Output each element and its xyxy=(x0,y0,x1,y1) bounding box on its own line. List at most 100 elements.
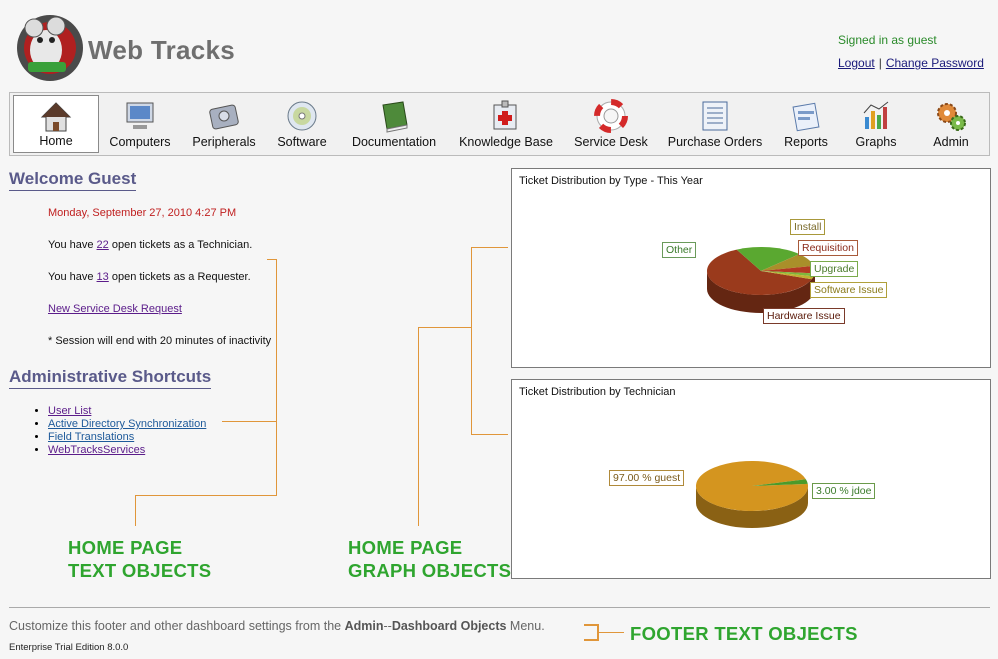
pie-label-software-issue: Software Issue xyxy=(810,282,888,298)
footer-admin: Admin xyxy=(344,619,384,633)
ticket-technician-chart-title: Ticket Distribution by Technician xyxy=(519,386,676,398)
new-service-desk-request-link[interactable]: New Service Desk Request xyxy=(48,303,182,315)
callout-line xyxy=(584,624,598,626)
pie-label-guest: 97.00 % guest xyxy=(609,470,685,486)
current-datetime: Monday, September 27, 2010 4:27 PM xyxy=(48,207,237,219)
nav-knowledge-base[interactable]: Knowledge Base xyxy=(456,95,556,153)
edition-text: Enterprise Trial Edition 8.0.0 xyxy=(9,642,129,653)
tech-prefix: You have xyxy=(48,239,97,251)
ad-sync-link[interactable]: Active Directory Synchronization xyxy=(48,418,207,430)
report-icon xyxy=(792,102,820,132)
main-navbar: Home Computers Peripherals Software Docu… xyxy=(9,92,990,156)
tech-suffix: open tickets as a Technician. xyxy=(108,239,253,251)
change-password-link[interactable]: Change Password xyxy=(885,56,984,70)
callout-line xyxy=(584,639,598,641)
nav-reports-label: Reports xyxy=(784,135,828,149)
nav-documentation-label: Documentation xyxy=(351,135,437,149)
nav-home[interactable]: Home xyxy=(13,95,99,153)
footer-dashboard-objects: Dashboard Objects xyxy=(391,619,507,633)
footer-prefix: Customize this footer and other dashboar… xyxy=(9,619,345,633)
pie-side xyxy=(707,271,815,313)
callout-line xyxy=(418,327,472,328)
footer-objects-annotation: FOOTER TEXT OBJECTS xyxy=(630,623,858,644)
nav-computers[interactable]: Computers xyxy=(102,95,178,153)
callout-line xyxy=(135,495,277,496)
admin-shortcuts-list: User List Active Directory Synchronizati… xyxy=(30,405,206,457)
pie-label-install: Install xyxy=(790,219,826,235)
nav-reports[interactable]: Reports xyxy=(774,95,838,153)
link-separator: | xyxy=(878,56,882,70)
pie-slice-0 xyxy=(707,249,812,295)
callout-line xyxy=(471,434,508,435)
user-list-link[interactable]: User List xyxy=(48,405,92,417)
nav-graphs-label: Graphs xyxy=(855,135,897,149)
technician-tickets-text: You have 22 open tickets as a Technician… xyxy=(48,239,252,251)
nav-graphs[interactable]: Graphs xyxy=(844,95,908,153)
list-item: Active Directory Synchronization xyxy=(48,418,206,431)
book-icon xyxy=(382,101,408,133)
pie-side xyxy=(696,486,808,528)
webtracks-services-link[interactable]: WebTracksServices xyxy=(48,444,146,456)
nav-documentation[interactable]: Documentation xyxy=(344,95,444,153)
pie-slice-4 xyxy=(761,271,815,277)
ticket-technician-chart-panel: Ticket Distribution by Technician 97.00 … xyxy=(511,379,991,579)
graph-objects-line1: HOME PAGE xyxy=(348,537,463,558)
nav-peripherals[interactable]: Peripherals xyxy=(184,95,264,153)
footer-text: Customize this footer and other dashboar… xyxy=(9,619,545,633)
ticket-type-chart-title: Ticket Distribution by Type - This Year xyxy=(519,175,703,187)
nav-purchase-orders[interactable]: Purchase Orders xyxy=(662,95,768,153)
graph-objects-line2: GRAPH OBJECTS xyxy=(348,560,512,581)
app-logo xyxy=(10,10,88,86)
footer-suffix: Menu. xyxy=(506,619,545,633)
nav-service-desk[interactable]: Service Desk xyxy=(568,95,654,153)
gears-icon xyxy=(937,103,966,131)
nav-computers-label: Computers xyxy=(109,135,171,149)
callout-line xyxy=(135,495,136,526)
callout-line xyxy=(598,632,624,633)
nav-admin[interactable]: Admin xyxy=(916,95,986,153)
signed-in-status: Signed in as guest xyxy=(838,33,937,47)
logout-link[interactable]: Logout xyxy=(838,56,875,70)
technician-tickets-link[interactable]: 22 xyxy=(96,239,109,251)
home-icon xyxy=(40,102,72,132)
nav-software-label: Software xyxy=(277,135,327,149)
pie-label-hardware-issue: Hardware Issue xyxy=(763,308,845,324)
welcome-heading: Welcome Guest xyxy=(9,169,137,191)
callout-line xyxy=(471,247,472,434)
text-objects-line2: TEXT OBJECTS xyxy=(68,560,212,581)
pie-label-requisition: Requisition xyxy=(798,240,858,256)
pie-slice-1 xyxy=(752,479,808,486)
pie-slice-5 xyxy=(761,271,814,280)
nav-service-desk-label: Service Desk xyxy=(574,135,648,149)
callout-line xyxy=(222,421,277,422)
list-item: User List xyxy=(48,405,206,418)
pie-label-jdoe: 3.00 % jdoe xyxy=(812,483,876,499)
hard-drive-icon xyxy=(209,104,239,130)
nav-home-label: Home xyxy=(39,134,73,148)
session-timeout-note: * Session will end with 20 minutes of in… xyxy=(48,335,272,347)
list-item: Field Translations xyxy=(48,431,206,444)
pie-slice-1 xyxy=(736,247,800,271)
cd-icon xyxy=(287,101,317,131)
bar-chart-icon xyxy=(863,101,889,129)
account-links: Logout|Change Password xyxy=(838,56,984,70)
requester-tickets-text: You have 13 open tickets as a Requester. xyxy=(48,271,251,283)
field-translations-link[interactable]: Field Translations xyxy=(48,431,135,443)
requester-tickets-link[interactable]: 13 xyxy=(96,271,109,283)
pie-slice-3 xyxy=(761,265,815,274)
pie-label-upgrade: Upgrade xyxy=(810,261,859,277)
lifebuoy-icon xyxy=(594,99,628,133)
admin-shortcuts-heading: Administrative Shortcuts xyxy=(9,367,212,389)
pie-slice-2 xyxy=(761,254,814,271)
first-aid-icon xyxy=(493,100,517,130)
footer-dashes: -- xyxy=(383,619,392,633)
req-suffix: open tickets as a Requester. xyxy=(108,271,251,283)
nav-purchase-orders-label: Purchase Orders xyxy=(667,135,763,149)
nav-software[interactable]: Software xyxy=(268,95,336,153)
list-item: WebTracksServices xyxy=(48,444,206,457)
callout-line xyxy=(267,259,277,260)
nav-peripherals-label: Peripherals xyxy=(192,135,256,149)
nav-admin-label: Admin xyxy=(933,135,969,149)
ticket-type-chart-panel: Ticket Distribution by Type - This Year … xyxy=(511,168,991,368)
